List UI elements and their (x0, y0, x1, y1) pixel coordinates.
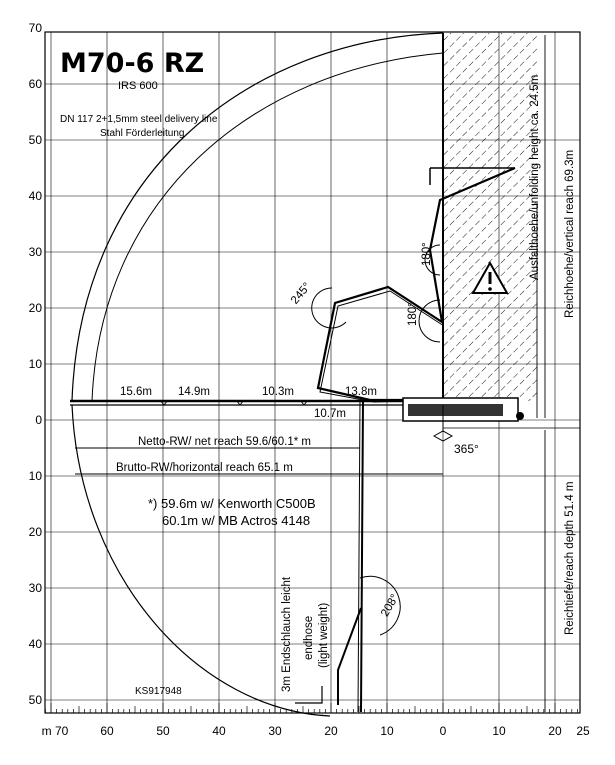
axis-tick-label: 40 (29, 189, 43, 203)
end-hose-label-2: endhose (303, 616, 315, 660)
end-hose-label-3: (light weight) (318, 603, 330, 668)
footnote-actros: 60.1m w/ MB Actros 4148 (162, 513, 310, 528)
axis-tick-label: 0 (440, 724, 447, 738)
end-hose (295, 686, 323, 704)
building-hatch (443, 33, 538, 401)
unfolding-height-label: Ausfalthoehe/unfolding height ca. 24.5m (529, 75, 541, 280)
boom-joint-3 (159, 399, 169, 406)
boom-length-5: 10.7m (314, 408, 346, 420)
y-axis-height-labels: 70 60 50 40 30 20 10 0 (29, 21, 43, 427)
angle-arc-180-lower (418, 299, 441, 343)
axis-tick-label: 30 (268, 724, 282, 738)
angle-arc-180-upper (424, 244, 441, 276)
slew-angle-label: 365° (454, 442, 479, 456)
footnote-kenworth: *) 59.6m w/ Kenworth C500B (148, 496, 316, 511)
axis-tick-label: 60 (29, 77, 43, 91)
axis-tick-label: m 70 (42, 724, 69, 738)
angle-180-lower-label: 180° (407, 302, 419, 326)
warning-triangle-icon (471, 260, 509, 294)
horizontal-reach-label: Brutto-RW/horizontal reach 65.1 m (116, 462, 293, 474)
end-hose-label-1: 3m Endschlauch leicht (281, 576, 293, 692)
bottom-ruler (45, 703, 578, 713)
irs-label: IRS 600 (118, 80, 158, 92)
boom-folded (316, 166, 516, 402)
axis-tick-label: 20 (324, 724, 338, 738)
boom-length-2: 14.9m (178, 386, 210, 398)
truck-chassis (408, 404, 503, 416)
axis-tick-label: 70 (29, 21, 43, 35)
angle-arc-208 (359, 575, 401, 636)
boom-joint-1 (299, 399, 309, 406)
boom-lower-tip (337, 607, 362, 705)
boom-vertical-down-inner (357, 399, 361, 713)
outer-reach-arc (71, 32, 444, 402)
net-reach-label: Netto-RW/ net reach 59.6/60.1* m (138, 436, 311, 448)
axis-tick-label: 25 (576, 724, 590, 738)
axis-tick-label: 40 (212, 724, 226, 738)
axis-tick-label: 0 (35, 413, 42, 427)
boom-length-4: 13.8m (345, 386, 377, 398)
axis-tick-label: 50 (29, 133, 43, 147)
axis-tick-label: 20 (29, 525, 43, 539)
boom-folded-outline (319, 290, 445, 403)
axis-tick-label: 30 (29, 245, 43, 259)
axis-tick-label: 60 (100, 724, 114, 738)
angle-180-upper-label: 180° (421, 242, 433, 266)
delivery-line-label-de: Stahl Förderleitung (100, 128, 185, 139)
axis-tick-label: 10 (29, 357, 43, 371)
axis-tick-label: 50 (156, 724, 170, 738)
boom-length-1: 15.6m (120, 386, 152, 398)
vertical-reach-label: Reichhoehe/vertical reach 69.3m (564, 150, 576, 318)
model-title: M70-6 RZ (60, 48, 204, 79)
delivery-line-label: DN 117 2+1,5mm steel delivery line (60, 114, 218, 125)
axis-tick-label: 10 (492, 724, 506, 738)
axis-tick-label: 20 (548, 724, 562, 738)
angle-arc-245 (311, 287, 347, 329)
axis-tick-label: 40 (29, 637, 43, 651)
boom-vertical-down (360, 399, 364, 713)
drawing-number: KS917948 (135, 686, 182, 697)
boom-joint-2 (235, 399, 245, 406)
y-axis-depth-labels: 10 20 30 40 50 (29, 469, 43, 707)
axis-tick-label: 50 (29, 693, 43, 707)
x-axis-labels: m 70 60 50 40 30 20 10 0 10 20 25 (42, 724, 590, 738)
axis-tick-label: 10 (380, 724, 394, 738)
plot-frame (44, 31, 581, 714)
inner-reach-arc (91, 52, 444, 402)
truck-wheel (516, 412, 524, 420)
angle-245-label: 245° (289, 281, 313, 307)
slew-marker (432, 430, 454, 442)
reach-depth-label: Reichtiefe/reach depth 51.4 m (564, 482, 576, 635)
axis-tick-label: 30 (29, 581, 43, 595)
axis-tick-label: 20 (29, 301, 43, 315)
axis-tick-label: 10 (29, 469, 43, 483)
boom-length-3: 10.3m (262, 386, 294, 398)
